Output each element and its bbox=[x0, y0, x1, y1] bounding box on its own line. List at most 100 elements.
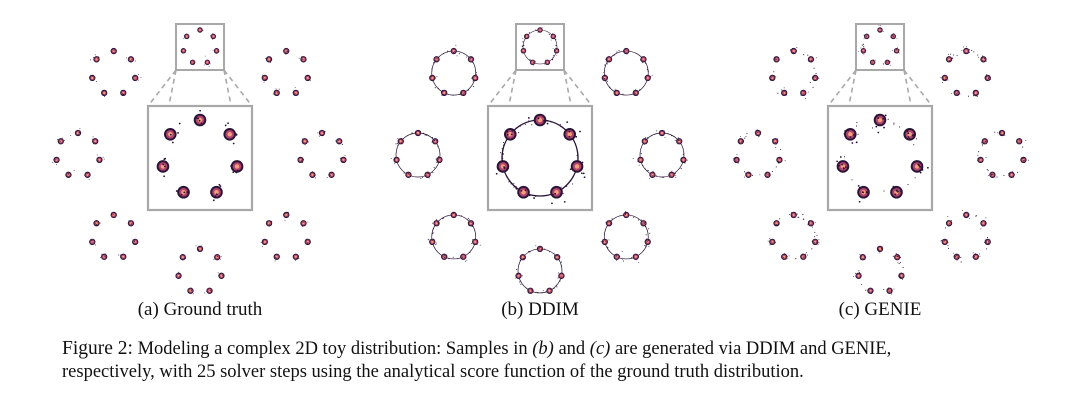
zoom-connector-left bbox=[827, 69, 857, 107]
mode-blob bbox=[335, 138, 344, 145]
mode-blob bbox=[515, 272, 523, 279]
mode-blob bbox=[110, 47, 117, 55]
mode-blob bbox=[997, 129, 1006, 137]
mode-blob bbox=[789, 211, 799, 219]
mode-blob bbox=[884, 59, 891, 66]
mode-blob bbox=[292, 253, 300, 261]
mode-blob bbox=[668, 170, 677, 179]
mode-blob bbox=[898, 272, 905, 280]
caption-line-2: respectively, with 25 solver steps using… bbox=[62, 362, 804, 382]
mode-blob bbox=[503, 128, 517, 141]
mode-blob bbox=[522, 33, 530, 40]
mode-blob bbox=[317, 129, 326, 137]
panel-ddim bbox=[390, 23, 688, 294]
mode-blob bbox=[101, 89, 108, 97]
mode-blob bbox=[441, 253, 448, 260]
zoom-connector-right bbox=[903, 69, 933, 107]
mode-blob bbox=[459, 89, 467, 97]
mode-blob bbox=[526, 287, 534, 294]
mode-blob bbox=[527, 113, 549, 127]
mode-blob bbox=[230, 160, 244, 174]
mode-blob bbox=[120, 89, 127, 97]
mode-blob bbox=[886, 287, 895, 295]
mode-blob bbox=[940, 74, 949, 83]
mode-blob bbox=[84, 171, 91, 181]
mode-blob bbox=[283, 211, 290, 221]
caption-ref-b: (b) bbox=[532, 339, 554, 359]
mode-blob bbox=[217, 272, 225, 279]
mode-blob bbox=[1008, 170, 1015, 178]
mode-blob bbox=[390, 156, 400, 165]
mode-blob bbox=[877, 24, 884, 33]
mode-blob bbox=[656, 129, 666, 138]
mode-blob bbox=[632, 89, 639, 97]
mode-blob bbox=[978, 55, 987, 63]
mode-blob bbox=[563, 121, 581, 141]
mode-blob bbox=[272, 88, 280, 97]
mode-blob bbox=[550, 33, 557, 41]
figure-caption: Figure 2: Modeling a complex 2D toy dist… bbox=[62, 337, 1062, 384]
mode-blob bbox=[800, 89, 809, 99]
mode-blob bbox=[890, 32, 898, 40]
mode-blob bbox=[96, 154, 105, 164]
mode-blob bbox=[869, 59, 877, 66]
mode-blob bbox=[435, 156, 443, 164]
mode-blob bbox=[737, 136, 745, 145]
mode-blob bbox=[414, 129, 422, 137]
mode-blob bbox=[204, 287, 213, 294]
caption-text-1c: are generated via DDIM and GENIE, bbox=[610, 339, 892, 359]
mode-blob bbox=[984, 74, 992, 82]
mode-blob bbox=[767, 238, 777, 246]
mode-blob bbox=[772, 138, 779, 148]
mode-blob bbox=[981, 138, 988, 147]
mode-blob bbox=[301, 138, 309, 146]
mode-blob bbox=[529, 59, 537, 67]
mode-blob bbox=[204, 55, 211, 67]
mode-blob bbox=[961, 46, 970, 55]
mode-blob bbox=[903, 128, 917, 141]
mode-blob bbox=[163, 122, 181, 144]
mode-blob bbox=[972, 252, 981, 260]
mode-blob bbox=[424, 171, 431, 179]
mode-blob bbox=[520, 48, 527, 54]
mode-blob bbox=[891, 46, 900, 54]
mode-blob bbox=[195, 245, 204, 253]
mode-blob bbox=[1016, 138, 1027, 145]
zoom-connector-left bbox=[147, 69, 177, 107]
mode-blob bbox=[776, 156, 786, 164]
caption-text-1b: and bbox=[553, 339, 590, 359]
mode-blob bbox=[260, 238, 268, 247]
mode-blob bbox=[790, 47, 798, 55]
mode-blob bbox=[552, 48, 560, 56]
subcaption-ddim: (b) DDIM bbox=[501, 299, 579, 320]
mode-blob bbox=[781, 252, 790, 260]
mode-blob bbox=[431, 138, 439, 145]
mode-blob bbox=[622, 211, 630, 219]
caption-line-1: Figure 2: Modeling a complex 2D toy dist… bbox=[62, 337, 1062, 361]
mode-blob bbox=[873, 113, 887, 134]
mode-blob bbox=[857, 185, 870, 203]
mode-blob bbox=[773, 56, 780, 63]
mode-blob bbox=[613, 88, 620, 97]
mode-blob bbox=[558, 272, 565, 279]
mode-blob bbox=[180, 48, 187, 54]
mode-blob bbox=[863, 33, 870, 40]
mode-blob bbox=[858, 47, 867, 56]
zoom-source-box bbox=[175, 23, 225, 71]
mode-blob bbox=[339, 155, 347, 164]
mode-blob bbox=[807, 56, 818, 63]
mode-blob bbox=[781, 87, 788, 97]
mode-blob bbox=[118, 253, 127, 260]
mode-blob bbox=[613, 250, 623, 261]
mode-blob bbox=[515, 185, 535, 199]
mode-blob bbox=[466, 56, 475, 63]
mode-blob bbox=[175, 185, 190, 199]
mode-blob bbox=[744, 171, 752, 178]
mode-blob bbox=[70, 128, 82, 137]
mode-blob bbox=[984, 238, 991, 245]
mode-blob bbox=[210, 33, 217, 40]
mode-blob bbox=[450, 211, 457, 219]
subcaption-ground-truth: (a) Ground truth bbox=[137, 299, 263, 320]
mode-blob bbox=[90, 54, 100, 63]
mode-blob bbox=[812, 74, 820, 82]
